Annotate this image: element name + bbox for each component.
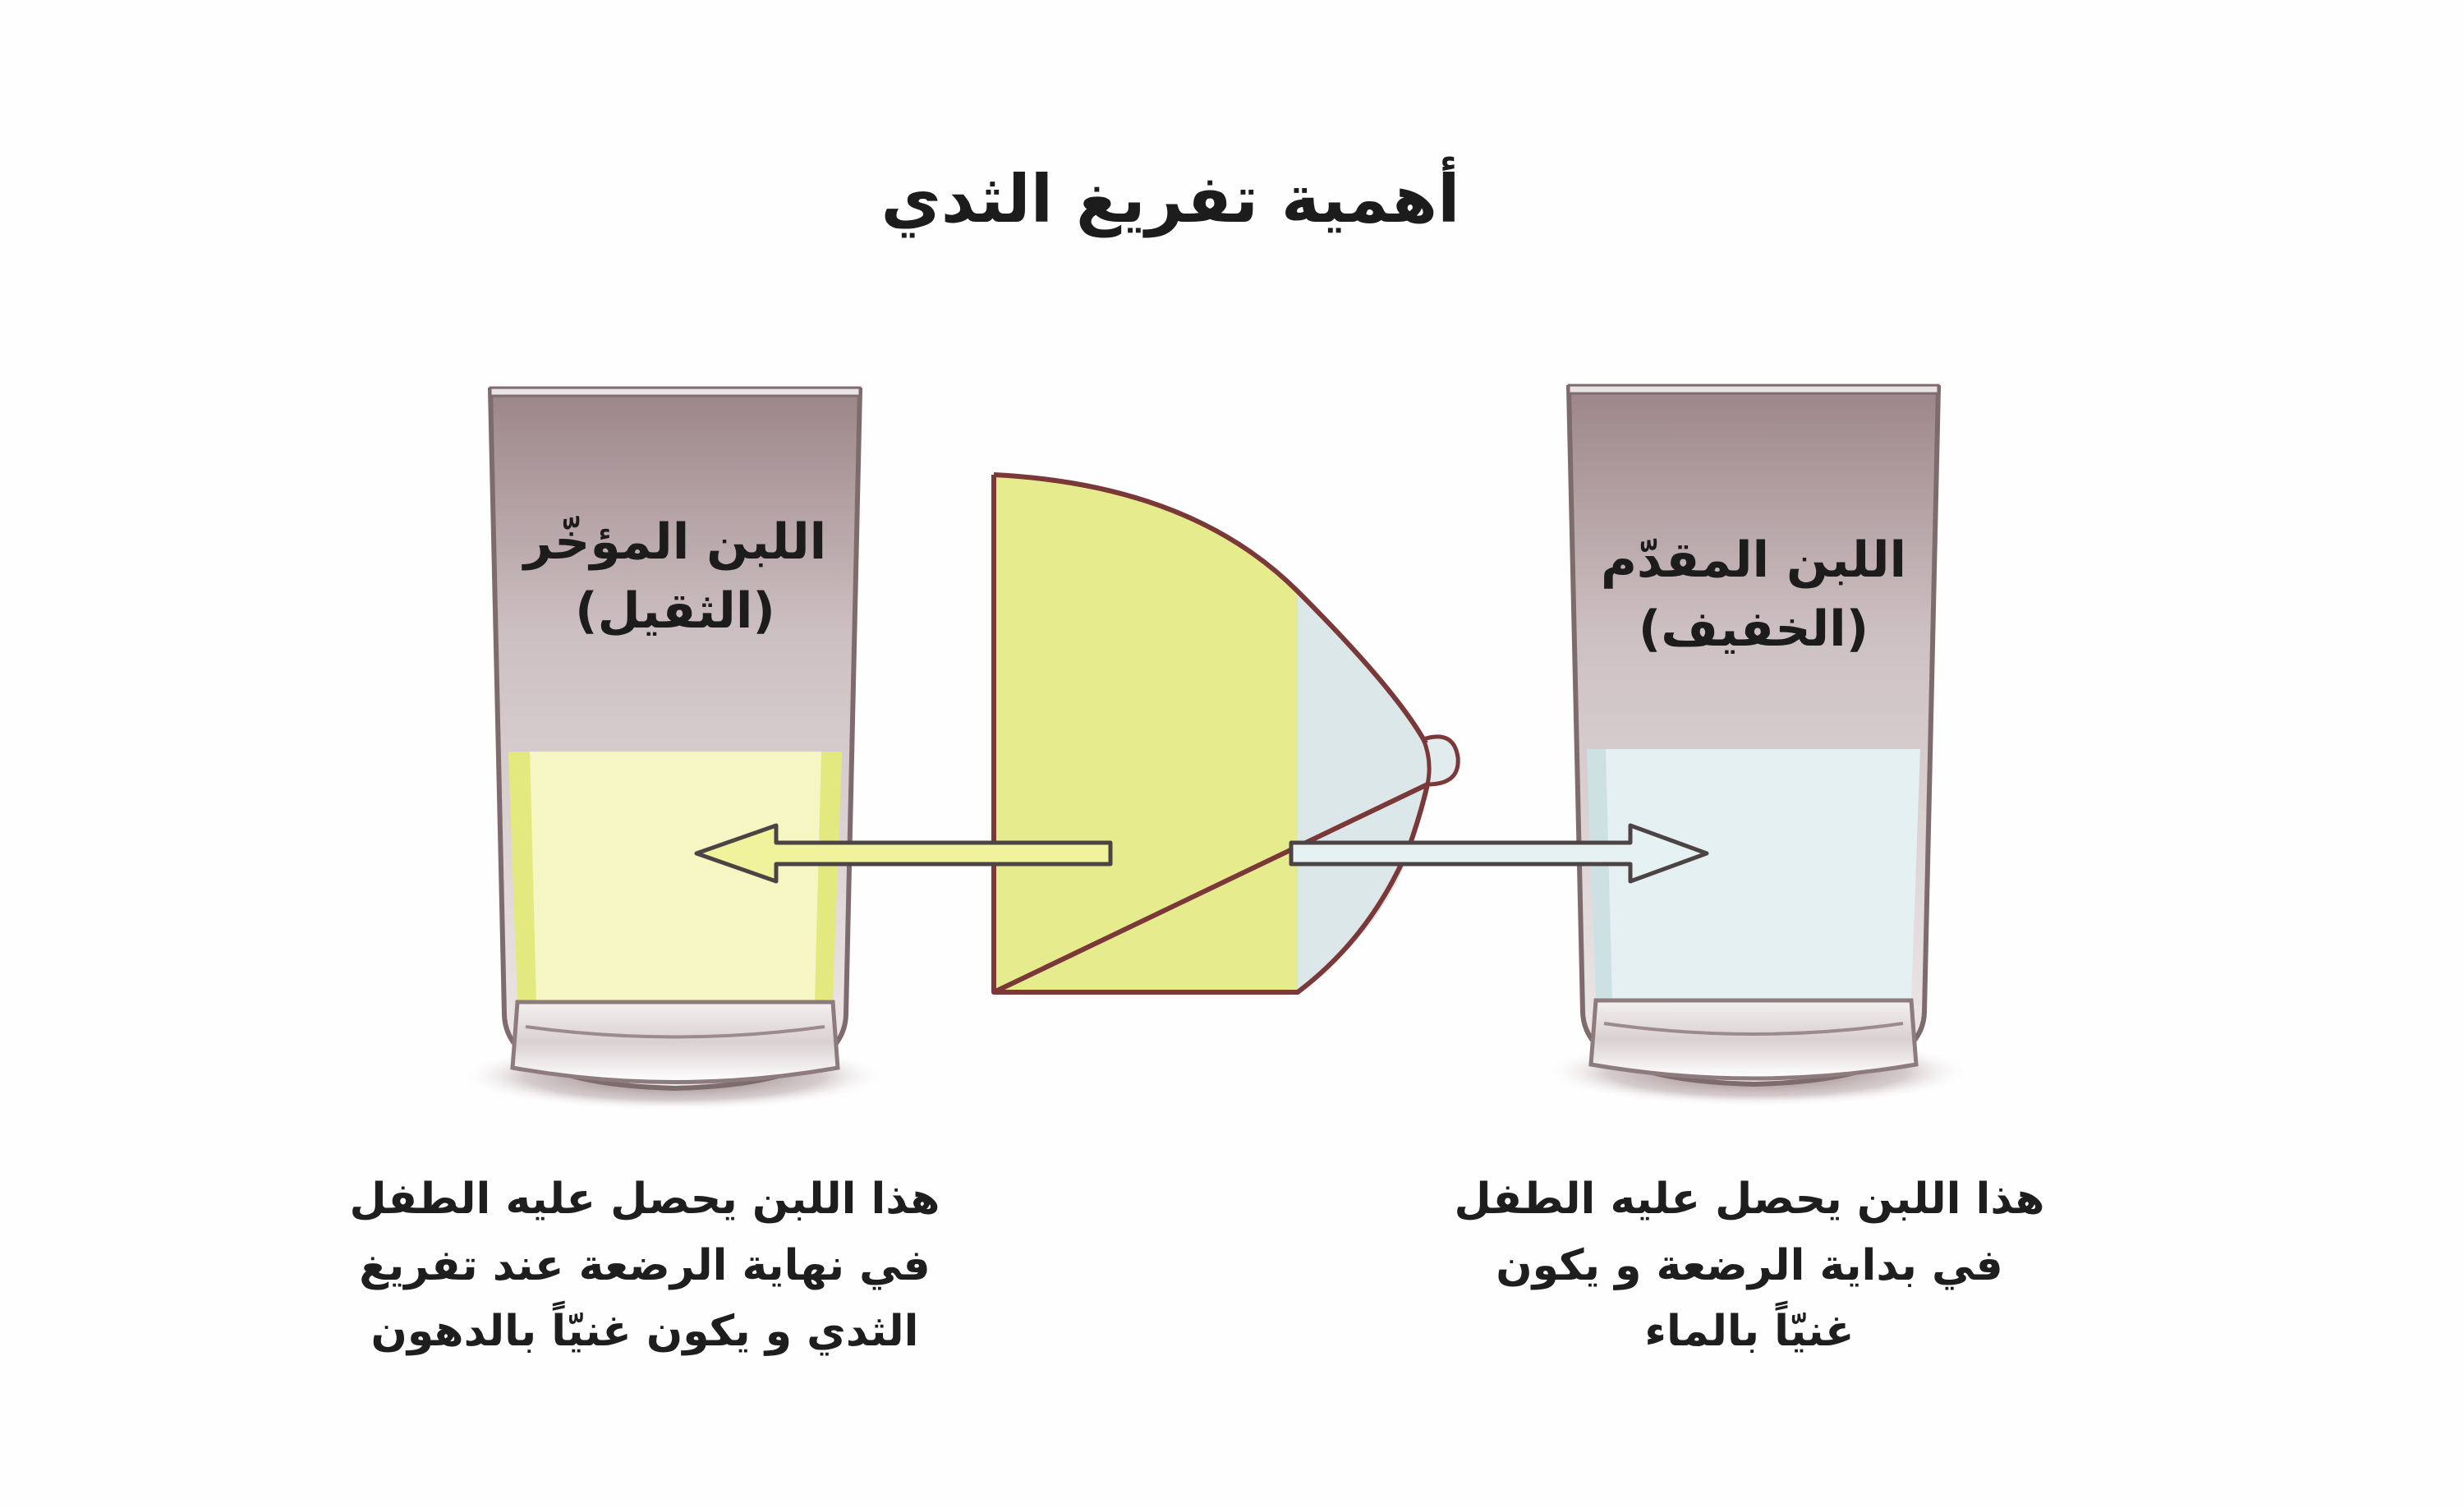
hindmilk-label-line1: اللبن المؤخّر [523, 513, 827, 571]
hindmilk-glass-base [510, 1000, 840, 1084]
foremilk-caption-line2: في بداية الرضعة و يكون [1496, 1240, 2003, 1290]
hindmilk-caption-line2: في نهاية الرضعة عند تفريغ [359, 1240, 931, 1290]
hindmilk-glass-rim [489, 386, 862, 398]
hindmilk-milk [508, 752, 842, 1002]
breast-illustration [991, 472, 1460, 995]
foremilk-caption: هذا اللبن يحصل عليه الطفل في بداية الرضع… [1413, 1166, 2086, 1365]
breast-foremilk-region [1298, 591, 1431, 992]
foremilk-label-line2: (الخفيف) [1638, 600, 1869, 658]
breast-nipple [1420, 734, 1460, 787]
hindmilk-arrow [694, 823, 1113, 884]
hindmilk-caption-line3: الثدي و يكون غنيّاً بالدهون [370, 1307, 919, 1357]
hindmilk-caption: هذا اللبن يحصل عليه الطفل في نهاية الرضع… [308, 1166, 981, 1365]
breast-outline [991, 472, 1430, 995]
foremilk-label: اللبن المقدّم (الخفيف) [1573, 526, 1934, 664]
hindmilk-glass [460, 386, 887, 1110]
hindmilk-label-line2: (الثقيل) [575, 582, 775, 640]
hindmilk-caption-line1: هذا اللبن يحصل عليه الطفل [349, 1175, 940, 1224]
page-title: أهمية تفريغ الثدي [880, 161, 1460, 237]
hindmilk-label: اللبن المؤخّر (الثقيل) [494, 508, 856, 646]
foremilk-glass-base [1588, 998, 1919, 1081]
foremilk-label-line1: اللبن المقدّم [1600, 531, 1907, 589]
foremilk-glass [1544, 384, 1971, 1106]
foremilk-glass-rim [1567, 384, 1940, 395]
foremilk-caption-line1: هذا اللبن يحصل عليه الطفل [1454, 1175, 2045, 1224]
hindmilk-milk-edge [508, 752, 536, 1002]
foremilk-caption-line3: غنيّاً بالماء [1644, 1307, 1855, 1357]
hindmilk-milk-edge-right [815, 752, 842, 1002]
foremilk-milk [1587, 749, 1920, 1000]
foremilk-milk-edge [1587, 749, 1612, 1000]
foremilk-arrow [1289, 823, 1709, 884]
